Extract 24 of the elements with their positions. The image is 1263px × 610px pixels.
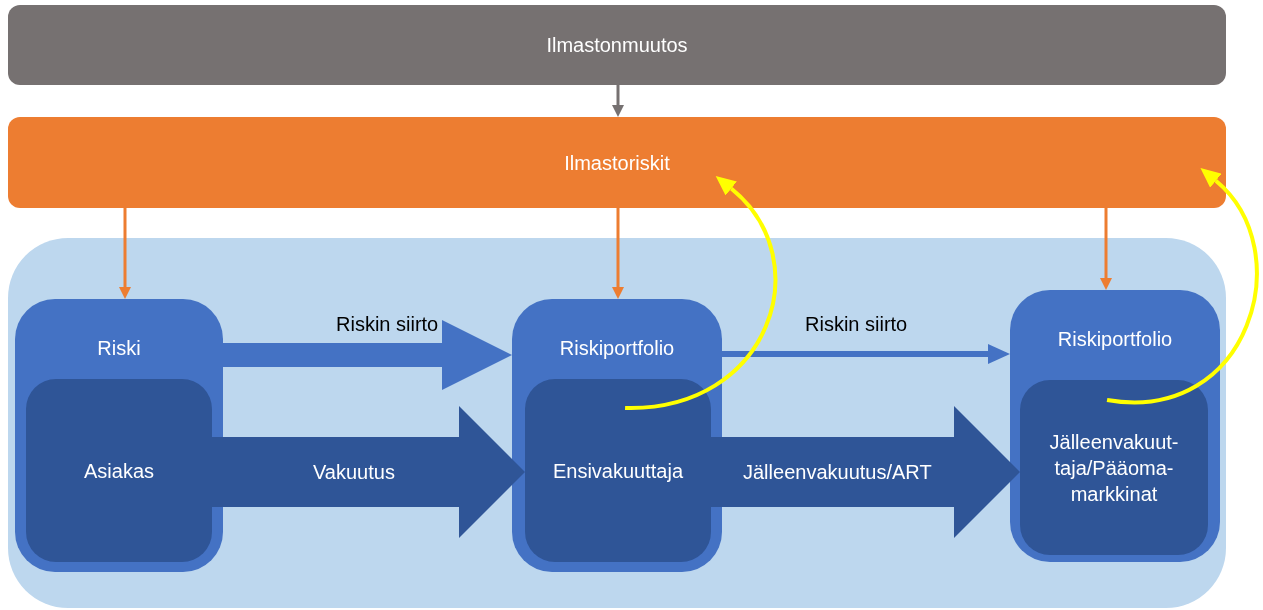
node-text: Jälleenvakuut-taja/Pääoma-markkinat [1048,429,1180,507]
arrow [612,85,624,117]
rounded-box [525,379,711,562]
rounded-box [26,379,212,562]
heading-text: Riskiportfolio [1056,327,1174,352]
heading-text: Riskiportfolio [558,336,676,361]
arrow [1100,208,1112,290]
node-text: Ensivakuuttaja [551,458,685,484]
arrow [119,208,131,299]
rounded-box [15,299,223,572]
curved-arrow [624,174,778,410]
node-text: Ilmastoriskit [563,150,671,176]
curved-arrow [1106,166,1259,405]
heading-text: Riski [96,336,142,361]
node-text: Asiakas [83,458,155,484]
banner-box [8,117,1226,208]
node-text: Ilmastonmuutos [545,33,689,58]
rounded-box [512,299,722,572]
rounded-box [1010,290,1220,562]
arrow [612,208,624,299]
arrow [722,344,1010,364]
rounded-box [1020,380,1208,555]
banner-box [8,5,1226,85]
block-arrow [223,320,512,390]
